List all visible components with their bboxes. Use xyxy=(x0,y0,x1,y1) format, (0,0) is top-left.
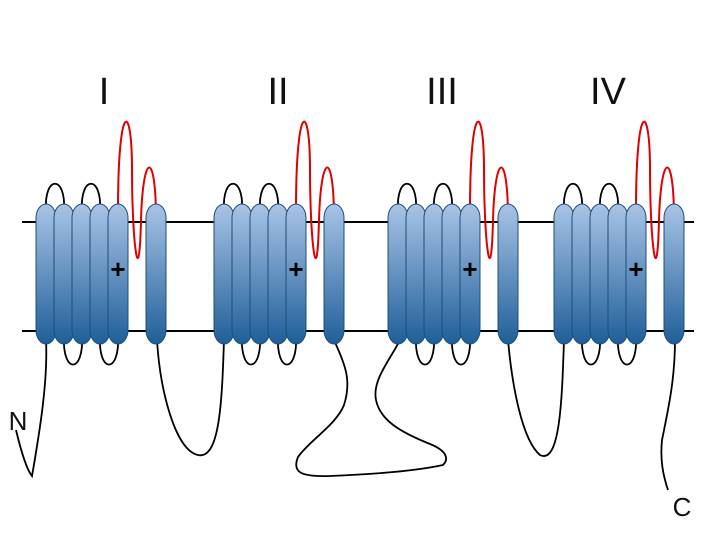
domain-label-3: III xyxy=(426,71,458,113)
domain-4: + xyxy=(553,120,685,366)
voltage-sensor-charge: + xyxy=(462,254,477,284)
domains-layer: + + + + xyxy=(35,120,685,366)
c-terminus-tail xyxy=(660,339,676,491)
extracellular-loop xyxy=(433,182,453,211)
transmembrane-helix-s1 xyxy=(35,203,57,345)
transmembrane-helix-s2 xyxy=(571,203,593,345)
extracellular-loop xyxy=(599,182,619,211)
voltage-sensor-charge: + xyxy=(110,254,125,284)
intracellular-loop xyxy=(581,335,601,366)
linker-loop-1-2 xyxy=(156,339,225,456)
transmembrane-helix-s4 xyxy=(267,203,289,345)
pore-loop xyxy=(635,120,675,260)
transmembrane-helix-s2 xyxy=(53,203,75,345)
intracellular-loop xyxy=(63,335,83,366)
voltage-sensor-charge: + xyxy=(628,254,643,284)
domain-label-2: II xyxy=(267,71,288,113)
domain-label-4: IV xyxy=(590,71,627,113)
transmembrane-helix-s3 xyxy=(249,203,271,345)
transmembrane-helix-s1 xyxy=(553,203,575,345)
domain-2: + xyxy=(213,120,345,366)
extracellular-loop xyxy=(563,182,583,211)
linker-loop-3-4 xyxy=(507,339,565,457)
intracellular-loop xyxy=(451,335,471,366)
intracellular-loop xyxy=(277,335,297,366)
intracellular-loop xyxy=(99,335,119,366)
transmembrane-helix-s3 xyxy=(589,203,611,345)
voltage-sensor-charge: + xyxy=(288,254,303,284)
intracellular-loop xyxy=(617,335,637,366)
c-terminus-label: C xyxy=(673,492,692,522)
transmembrane-helix-s4 xyxy=(607,203,629,345)
transmembrane-helix-s6 xyxy=(323,203,345,345)
intracellular-loop xyxy=(415,335,435,366)
n-terminus-tail xyxy=(15,339,48,479)
pore-loop xyxy=(295,120,335,260)
intracellular-loop xyxy=(241,335,261,366)
transmembrane-helix-s5 xyxy=(459,203,481,345)
pore-loop xyxy=(469,120,509,260)
transmembrane-helix-s1 xyxy=(213,203,235,345)
extracellular-loop xyxy=(81,182,101,211)
transmembrane-helix-s5 xyxy=(625,203,647,345)
domain-1: + xyxy=(35,120,167,366)
pore-loop xyxy=(117,120,157,260)
extracellular-loop xyxy=(45,182,65,211)
n-terminus-label: N xyxy=(9,406,28,436)
transmembrane-helix-s6 xyxy=(497,203,519,345)
transmembrane-helix-s3 xyxy=(423,203,445,345)
transmembrane-helix-s2 xyxy=(231,203,253,345)
transmembrane-helix-s3 xyxy=(71,203,93,345)
extracellular-loop xyxy=(397,182,417,211)
domain-3: + xyxy=(387,120,519,366)
transmembrane-helix-s5 xyxy=(107,203,129,345)
transmembrane-helix-s1 xyxy=(387,203,409,345)
extracellular-loop xyxy=(259,182,279,211)
domain-label-1: I xyxy=(99,71,110,113)
extracellular-loop xyxy=(223,182,243,211)
transmembrane-helix-s6 xyxy=(663,203,685,345)
transmembrane-helix-s5 xyxy=(285,203,307,345)
transmembrane-helix-s4 xyxy=(89,203,111,345)
transmembrane-helix-s4 xyxy=(441,203,463,345)
transmembrane-helix-s2 xyxy=(405,203,427,345)
transmembrane-helix-s6 xyxy=(145,203,167,345)
linker-loop-2-3 xyxy=(295,339,447,477)
